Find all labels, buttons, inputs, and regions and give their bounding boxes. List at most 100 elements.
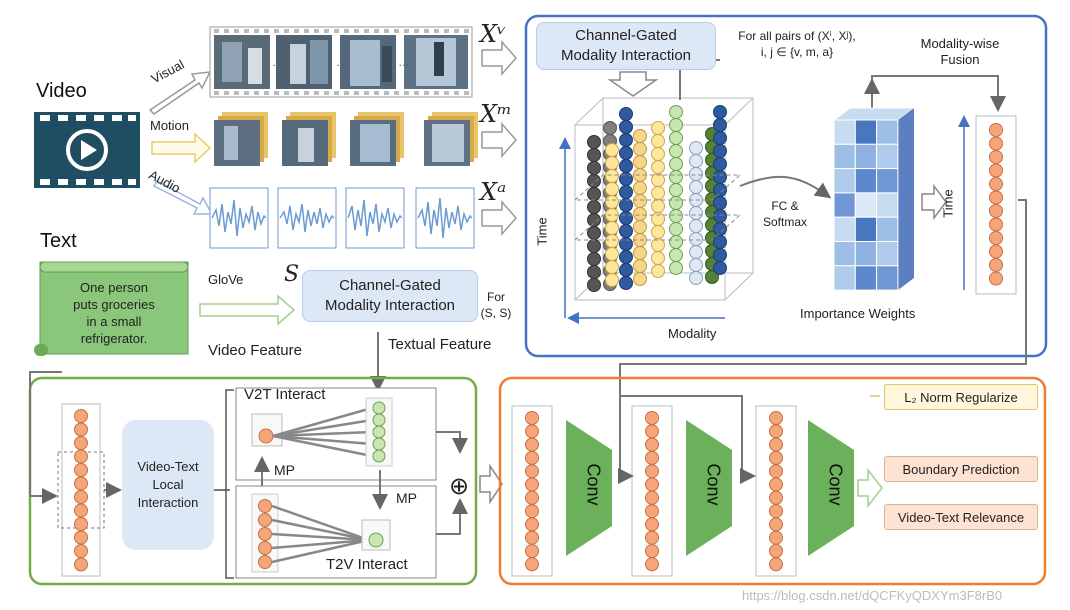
visual-arrow	[148, 71, 212, 115]
conv-node	[769, 530, 783, 545]
cube-node	[713, 131, 727, 145]
cube-node	[605, 260, 619, 274]
cube-node	[713, 248, 727, 262]
cube-node	[633, 142, 647, 156]
cube-node	[633, 220, 647, 234]
video-feature-label: Video Feature	[208, 342, 302, 359]
weight-cell	[833, 119, 856, 145]
cube-node	[633, 155, 647, 169]
cube-node	[619, 107, 633, 121]
t2v-video-node	[258, 513, 272, 527]
weight-cell	[833, 192, 856, 218]
weight-cell	[854, 143, 878, 170]
v2t-link	[272, 434, 373, 446]
textual-feature-label: Textual Feature	[388, 336, 492, 353]
cgmi-down-arrow	[607, 71, 659, 97]
cube-node	[689, 154, 703, 168]
conv-node	[645, 437, 659, 452]
video-node	[74, 490, 88, 504]
modality-label: Modality	[668, 326, 717, 341]
conv-node	[525, 464, 539, 479]
cube-node	[689, 271, 703, 285]
fused-node	[989, 244, 1003, 259]
skip-line-1	[618, 396, 634, 484]
weight-cell	[854, 265, 878, 291]
fused-node	[989, 231, 1003, 245]
blue-panel	[524, 14, 1048, 358]
video-node	[74, 557, 88, 572]
v2t-link	[272, 430, 373, 438]
cube-node	[619, 276, 633, 290]
glove-arrow	[199, 294, 296, 326]
conv-node	[769, 464, 783, 479]
cube-node	[713, 118, 727, 132]
conv-node	[645, 464, 659, 479]
cube-node	[713, 157, 727, 171]
cube-node	[669, 196, 683, 210]
cube-node	[651, 199, 665, 213]
t2v-video-node	[258, 555, 272, 569]
cube-node	[669, 157, 683, 171]
v2t-text-node	[372, 401, 386, 415]
cube-node	[633, 181, 647, 195]
v2t-link	[272, 434, 373, 458]
play-icon	[66, 129, 108, 171]
cube-node	[713, 105, 727, 119]
conv-node	[769, 557, 783, 572]
weight-cell	[876, 143, 899, 170]
cube-node	[689, 141, 703, 155]
cube-node	[713, 261, 727, 275]
s-symbol: S	[284, 262, 300, 287]
weight-cell	[833, 241, 856, 267]
v2t-text-node	[372, 425, 386, 439]
cube-node	[587, 213, 601, 227]
t2v-link	[271, 504, 370, 542]
conv-node	[769, 437, 783, 452]
motion-arrow	[151, 132, 212, 164]
fused-arrow	[921, 183, 947, 221]
weight-cell	[876, 119, 899, 145]
conv-node	[645, 477, 659, 492]
conv-label-1: Conv	[583, 463, 604, 506]
cube-node	[587, 239, 601, 253]
cube-node	[619, 159, 633, 173]
cube-node	[651, 212, 665, 226]
svg-text:…: …	[336, 55, 348, 69]
cube-node	[651, 147, 665, 161]
cube-node	[587, 161, 601, 175]
cube-node	[633, 207, 647, 221]
cube-node	[587, 200, 601, 214]
cube-node	[713, 222, 727, 236]
fused-node	[989, 204, 1003, 218]
weight-cell	[854, 216, 878, 242]
cube-node	[713, 235, 727, 249]
fc-arrow	[739, 175, 832, 199]
t2v-interact-label: T2V Interact	[326, 556, 408, 573]
video-column-nodes	[74, 409, 88, 572]
conv-block-3	[808, 420, 854, 556]
video-node	[74, 517, 88, 531]
weight-cell	[876, 168, 899, 194]
cube-node	[669, 248, 683, 262]
cube-node	[619, 263, 633, 277]
cube-node	[713, 144, 727, 158]
cube-node	[651, 186, 665, 200]
t2v-to-sum	[436, 498, 468, 535]
audio-arrow	[152, 180, 214, 215]
skip-line-2	[620, 395, 756, 484]
video-node	[74, 449, 88, 464]
cube-node	[669, 131, 683, 145]
weight-cell	[876, 216, 899, 242]
weight-cell	[876, 241, 899, 267]
conv-node	[525, 437, 539, 452]
xv-symbol: Xᵛ	[480, 20, 507, 48]
cube-node	[605, 273, 619, 287]
fusion-arrow	[871, 75, 1006, 112]
v2t-to-sum	[436, 431, 468, 454]
conv-node	[769, 544, 783, 558]
cube-node	[705, 270, 719, 284]
cube-node	[587, 278, 601, 292]
fused-node	[989, 163, 1003, 178]
